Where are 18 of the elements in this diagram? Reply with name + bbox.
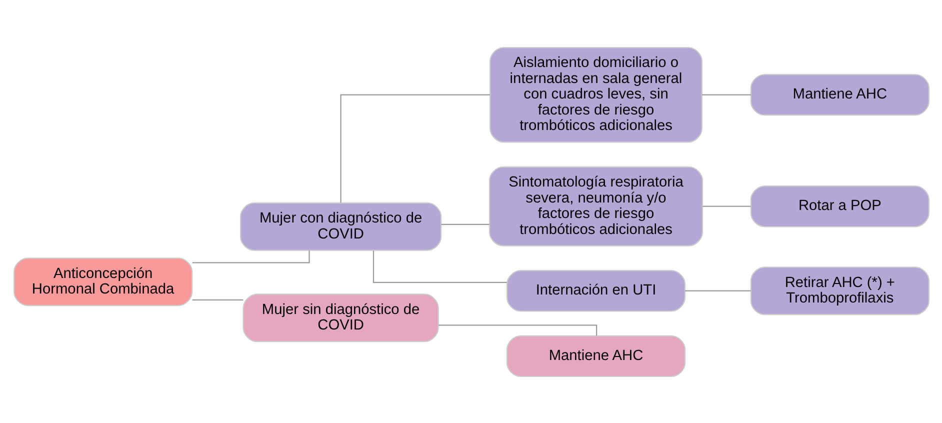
connector xyxy=(702,205,750,206)
node-box: Mantiene AHC xyxy=(506,334,686,377)
connector xyxy=(684,290,750,291)
node-box: Anticoncepción Hormonal Combinada xyxy=(13,257,192,306)
connector xyxy=(372,250,506,282)
node-box: Retirar AHC (*) + Tromboprofilaxis xyxy=(750,266,929,315)
connector xyxy=(440,223,489,224)
connector xyxy=(192,298,243,300)
connector xyxy=(340,94,490,202)
node-box: Internación en UTI xyxy=(506,270,686,312)
connector xyxy=(438,324,597,336)
connector xyxy=(701,94,750,95)
node-box: Rotar a POP xyxy=(750,185,929,227)
node-box: Sintomatología respiratoria severa, neumonía y/o factores de riesgo trombóticos adicionales xyxy=(488,166,703,246)
node-box: Mujer sin diagnóstico de COVID xyxy=(242,293,438,342)
node-box: Mujer con diagnóstico de COVID xyxy=(239,202,442,250)
node-box: Mantiene AHC xyxy=(750,73,929,116)
node-box: Aislamiento domiciliario o internadas en sala general con cuadros leves, sin factores de riesgo trombóticos adicionales xyxy=(489,46,702,142)
